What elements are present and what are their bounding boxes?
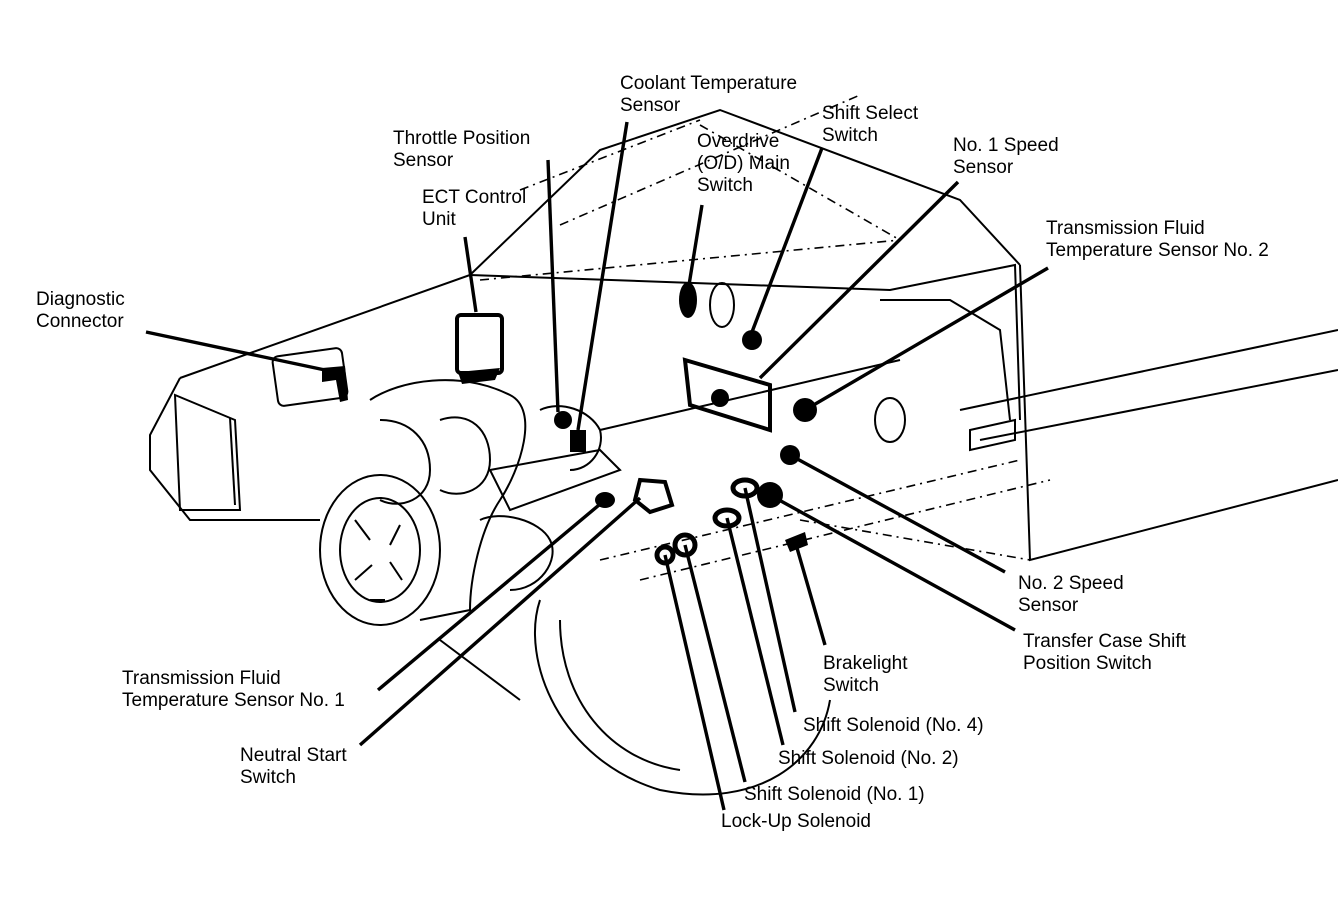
engine-block	[319, 359, 901, 626]
manifold	[479, 515, 554, 591]
lock-up-solenoid-body	[654, 544, 676, 566]
shift-solenoid-4-body	[730, 477, 760, 499]
throttle-position-sensor-body	[554, 411, 572, 429]
leader-ect-control-unit	[463, 236, 478, 313]
leader-throttle-position-sensor	[546, 159, 560, 413]
intake-runner	[379, 419, 432, 505]
front-wheel-arch	[534, 599, 831, 796]
brakelight-switch-body	[785, 532, 808, 552]
leader-shift-solenoid-2	[725, 517, 785, 746]
overdrive-switch-body	[679, 282, 697, 318]
transfer-case-housing	[874, 397, 906, 443]
label-shift-solenoid-4: Shift Solenoid (No. 4)	[803, 715, 984, 736]
leader-tf-temp-sensor-2	[804, 266, 1049, 412]
shift-solenoid-1-body	[672, 532, 698, 558]
leader-no1-speed-sensor	[758, 180, 960, 380]
firewall-line	[599, 359, 901, 431]
engine-outline	[369, 379, 527, 621]
leader-no2-speed-sensor	[789, 453, 1006, 574]
leader-shift-select-switch	[750, 147, 824, 333]
hood-outline	[179, 108, 1021, 379]
grille-line	[229, 417, 236, 506]
door-outline	[1019, 264, 1338, 562]
label-neutral-start-switch: Neutral Start Switch	[240, 745, 347, 788]
door-handle	[969, 418, 1016, 452]
shift-select-switch-body	[742, 330, 762, 350]
neutral-start-switch-body	[632, 477, 675, 515]
headlight	[173, 393, 242, 511]
fan-blades	[354, 519, 403, 601]
leader-neutral-start-switch	[358, 496, 642, 747]
leader-coolant-temperature-sensor	[576, 121, 629, 431]
label-overdrive-main-switch: Overdrive (O/D) Main Switch	[697, 131, 790, 196]
label-transfer-case-shift-position-switch: Transfer Case Shift Position Switch	[1023, 631, 1186, 674]
leader-lines	[145, 121, 1049, 811]
diagnostic-connector-plug	[322, 366, 348, 402]
front-tire	[559, 619, 681, 771]
fan-pulley	[319, 474, 441, 626]
fender-line	[439, 639, 521, 701]
label-ect-control-unit: ECT Control Unit	[422, 187, 527, 230]
vehicle-body-outline	[149, 94, 1338, 796]
shift-console	[682, 357, 772, 433]
label-diagnostic-connector: Diagnostic Connector	[36, 289, 125, 332]
leader-lock-up-solenoid	[663, 554, 726, 811]
leader-brakelight-switch	[795, 547, 827, 646]
label-lock-up-solenoid: Lock-Up Solenoid	[721, 811, 871, 832]
leader-overdrive-switch	[687, 204, 704, 286]
components	[271, 282, 906, 566]
cowl-line	[469, 263, 1021, 421]
label-no2-speed-sensor: No. 2 Speed Sensor	[1018, 573, 1124, 616]
label-tf-temp-sensor-2: Transmission Fluid Temperature Sensor No…	[1046, 218, 1269, 261]
leader-diagnostic-connector	[145, 330, 326, 372]
label-brakelight-switch: Brakelight Switch	[823, 653, 908, 696]
front-bumper	[149, 377, 320, 521]
coolant-temperature-sensor-body	[570, 430, 586, 452]
frame-phantom-lines	[599, 459, 1051, 581]
label-tf-temp-sensor-1: Transmission Fluid Temperature Sensor No…	[122, 668, 345, 711]
label-shift-select-switch: Shift Select Switch	[822, 103, 919, 146]
leader-tf-temp-sensor-1	[376, 498, 607, 692]
intake-plenum	[488, 448, 622, 512]
leader-transfer-case-switch	[769, 493, 1016, 632]
label-throttle-position-sensor: Throttle Position Sensor	[393, 128, 531, 171]
label-no1-speed-sensor: No. 1 Speed Sensor	[953, 135, 1059, 178]
ect-control-unit-box	[455, 313, 504, 375]
label-shift-solenoid-2: Shift Solenoid (No. 2)	[778, 748, 959, 769]
shift-lever	[709, 282, 735, 328]
label-coolant-temperature-sensor: Coolant Temperature Sensor	[620, 73, 798, 116]
leader-shift-solenoid-1	[683, 544, 747, 783]
label-shift-solenoid-1: Shift Solenoid (No. 1)	[744, 784, 925, 805]
body-side-lines	[959, 329, 1338, 441]
shift-solenoid-2-body	[712, 507, 742, 529]
leader-shift-solenoid-4	[743, 487, 797, 713]
a-pillar	[880, 299, 1011, 421]
